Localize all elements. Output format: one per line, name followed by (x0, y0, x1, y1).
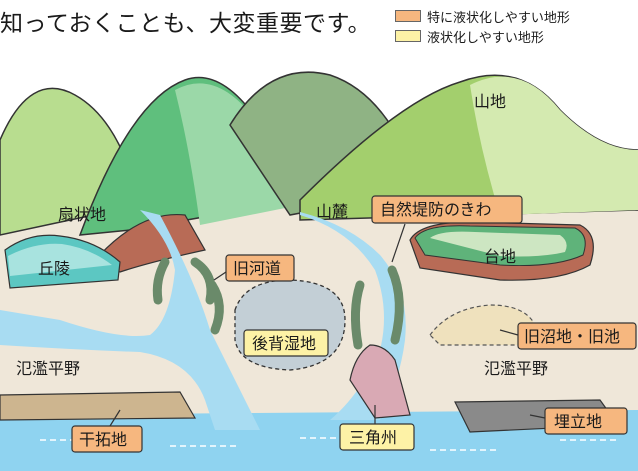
legend-item-normal: 液状化しやすい地形 (395, 26, 570, 46)
label-teibo: 自然堤防のきわ (380, 200, 492, 219)
label-daichi: 台地 (484, 247, 516, 266)
legend-item-high: 特に液状化しやすい地形 (395, 6, 570, 26)
label-shochi: 旧沼地・旧池 (524, 327, 620, 346)
box-kohai (243, 329, 329, 357)
alluvial-fan (94, 213, 206, 273)
label-hanran-right: 氾濫平野 (484, 359, 548, 378)
legend-swatch-orange (395, 10, 421, 22)
box-kantaku (71, 425, 143, 453)
box-kyukado (225, 254, 295, 282)
caption-text: 知っておくことも、大変重要です。 (0, 11, 372, 37)
label-yamachi: 山地 (474, 92, 506, 111)
label-senjochi: 扇状地 (58, 205, 106, 224)
label-umetate: 埋立地 (554, 412, 602, 431)
box-shochi (517, 322, 637, 350)
leader-shochi (499, 329, 519, 336)
label-kyukado: 旧河道 (233, 259, 281, 278)
mountain-right-light (470, 76, 638, 216)
label-kyuryo: 丘陵 (38, 259, 70, 278)
box-teibo (371, 195, 523, 224)
old-channel-1 (152, 257, 170, 305)
legend-label-normal: 液状化しやすい地形 (427, 30, 544, 46)
leader-umetate (529, 414, 546, 419)
label-kohai: 後背湿地 (252, 334, 316, 353)
box-sankaku (339, 423, 415, 451)
box-umetate (544, 407, 628, 435)
label-sankaku: 三角州 (349, 428, 397, 447)
leader-teibo (391, 223, 406, 263)
mountain-green-light (175, 83, 300, 225)
label-kantaku: 干拓地 (79, 430, 127, 449)
label-hanran-left: 氾濫平野 (16, 359, 80, 378)
plateau-top-light (430, 231, 567, 257)
old-channel-3 (207, 280, 224, 335)
leader-kantaku (109, 409, 121, 427)
legend-swatch-yellow (395, 30, 421, 42)
levee-1 (350, 280, 365, 350)
old-channel-2 (190, 257, 216, 305)
levee-2 (387, 265, 404, 345)
river-left (0, 210, 260, 430)
delta (349, 344, 411, 419)
hill-top (8, 243, 112, 276)
legend-label-high: 特に液状化しやすい地形 (427, 10, 570, 26)
label-sanroku: 山麓 (316, 202, 348, 221)
reclaimed-left (0, 391, 197, 421)
legend: 特に液状化しやすい地形 液状化しやすい地形 (395, 6, 570, 46)
